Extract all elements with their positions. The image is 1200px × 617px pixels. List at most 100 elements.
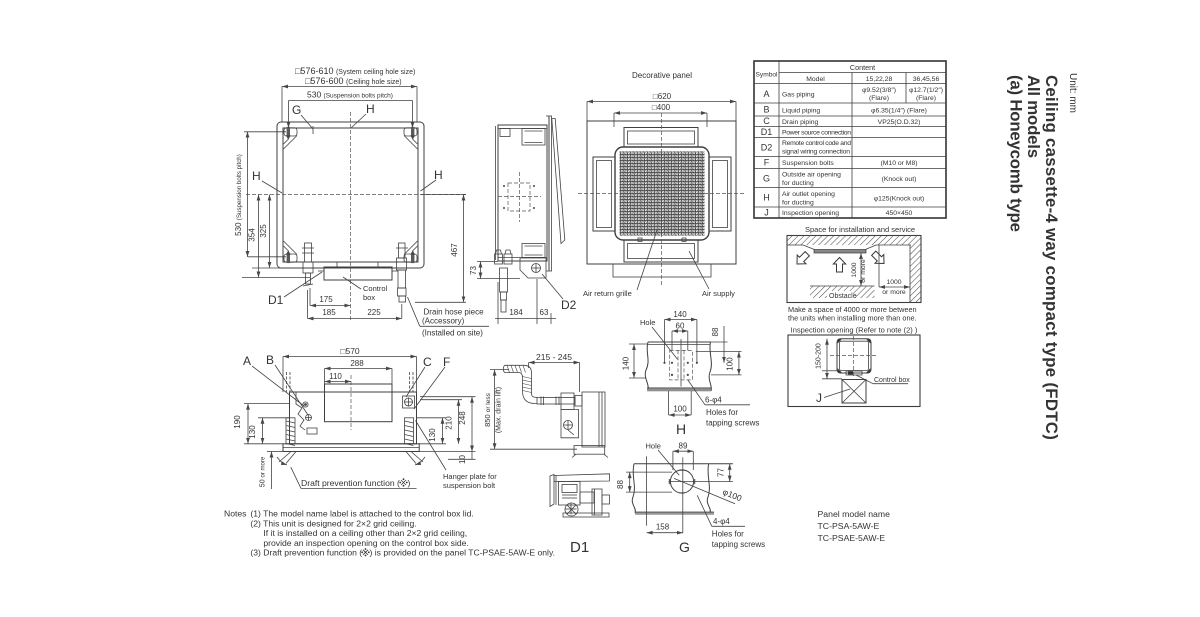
svg-text:15,22,28: 15,22,28 <box>866 76 893 83</box>
svg-text:or more: or more <box>860 259 867 283</box>
svg-text:H: H <box>676 421 686 437</box>
svg-text:D2: D2 <box>761 143 773 153</box>
svg-text:Obstacle: Obstacle <box>829 293 857 300</box>
svg-text:(a) Honeycomb type: (a) Honeycomb type <box>1007 75 1026 232</box>
svg-text:Liquid piping: Liquid piping <box>782 108 820 115</box>
svg-text:530 (Suspension bolts pitch): 530 (Suspension bolts pitch) <box>234 154 243 236</box>
svg-text:Inspection opening (Refer to n: Inspection opening (Refer to note (2) ) <box>791 326 918 335</box>
svg-text:Ceiling cassette-4 way compact: Ceiling cassette-4 way compact type (FDT… <box>1042 75 1061 440</box>
svg-text:(Flare): (Flare) <box>869 95 889 102</box>
svg-text:Control: Control <box>363 284 388 293</box>
svg-text:175: 175 <box>319 295 333 304</box>
svg-text:288: 288 <box>350 359 364 368</box>
svg-text:Air supply: Air supply <box>702 289 735 298</box>
svg-text:tapping screws: tapping screws <box>712 540 765 549</box>
svg-text:H: H <box>252 169 261 183</box>
svg-text:for ducting: for ducting <box>782 180 814 187</box>
svg-text:(Installed on site): (Installed on site) <box>422 329 483 338</box>
svg-text:for ducting: for ducting <box>782 200 814 207</box>
svg-text:TC-PSAE-5AW-E: TC-PSAE-5AW-E <box>818 533 886 543</box>
svg-text:G: G <box>292 103 301 117</box>
svg-text:φ12.7(1/2″): φ12.7(1/2″) <box>909 87 943 94</box>
svg-text:Power source connection: Power source connection <box>782 130 851 137</box>
svg-text:158: 158 <box>656 523 670 532</box>
svg-text:φ100: φ100 <box>721 487 743 504</box>
svg-text:36,45,56: 36,45,56 <box>913 76 940 83</box>
svg-text:All models: All models <box>1024 75 1043 158</box>
svg-text:77: 77 <box>717 468 726 477</box>
svg-text:signal wiring connection: signal wiring connection <box>782 149 850 156</box>
svg-text:G: G <box>679 539 690 555</box>
svg-text:225: 225 <box>367 308 381 317</box>
svg-text:F: F <box>764 158 770 168</box>
svg-text:Air outlet opening: Air outlet opening <box>782 191 835 198</box>
svg-text:D2: D2 <box>561 298 577 312</box>
svg-text:(Knock out): (Knock out) <box>882 176 917 183</box>
svg-text:Notes: Notes <box>224 508 246 518</box>
svg-text:or more: or more <box>882 289 906 296</box>
svg-text:184: 184 <box>509 308 523 317</box>
svg-text:J: J <box>764 208 769 218</box>
svg-text:1000: 1000 <box>851 262 858 277</box>
svg-text:(Accessory): (Accessory) <box>422 317 465 326</box>
svg-text:D1: D1 <box>570 539 589 556</box>
svg-text:185: 185 <box>322 308 336 317</box>
svg-text:Holes for: Holes for <box>706 408 738 417</box>
svg-text:100: 100 <box>673 405 687 414</box>
svg-text:6-φ4: 6-φ4 <box>705 396 722 405</box>
svg-text:Suspension bolts: Suspension bolts <box>782 160 834 167</box>
svg-text:): ) <box>408 478 411 488</box>
svg-text:Gas piping: Gas piping <box>782 92 815 99</box>
svg-text:73: 73 <box>469 266 478 275</box>
svg-text:Drain hose piece: Drain hose piece <box>424 308 485 317</box>
svg-text:Remote control code and: Remote control code and <box>782 140 851 147</box>
svg-text:C: C <box>423 355 432 369</box>
svg-text:(Flare): (Flare) <box>916 95 936 102</box>
svg-text:Unit: mm: Unit: mm <box>1067 73 1078 113</box>
svg-text:C: C <box>763 116 770 126</box>
svg-text:□576-610 (System ceiling hole: □576-610 (System ceiling hole size) <box>295 66 415 76</box>
svg-text:□576-600 (Ceiling hole size): □576-600 (Ceiling hole size) <box>305 76 402 86</box>
svg-text:Drain piping: Drain piping <box>782 119 818 126</box>
svg-text:provide an inspection opening: provide an inspection opening on the con… <box>263 538 468 548</box>
svg-text:F: F <box>443 355 450 369</box>
svg-text:H: H <box>434 168 443 182</box>
svg-text:Content: Content <box>850 63 875 72</box>
svg-text:130: 130 <box>428 428 437 442</box>
svg-text:□570: □570 <box>340 346 360 356</box>
svg-text:VP25(O.D.32): VP25(O.D.32) <box>878 119 921 126</box>
svg-text:248: 248 <box>458 411 467 425</box>
svg-text:150-200: 150-200 <box>816 343 823 369</box>
svg-text:140: 140 <box>673 310 687 319</box>
svg-text:) is provided on the panel TC-: ) is provided on the panel TC-PSAE-5AW-E… <box>370 548 556 558</box>
svg-text:Hole: Hole <box>640 318 655 327</box>
svg-text:354: 354 <box>248 228 257 242</box>
svg-text:(1) The model name label is at: (1) The model name label is attached to … <box>250 508 473 518</box>
svg-text:A: A <box>763 89 769 99</box>
svg-text:(M10 or M8): (M10 or M8) <box>880 160 917 167</box>
svg-text:φ9.52(3/8″): φ9.52(3/8″) <box>862 87 896 94</box>
svg-text:B: B <box>266 353 274 367</box>
svg-text:B: B <box>763 105 769 115</box>
svg-text:H: H <box>366 102 375 116</box>
svg-text:Panel model name: Panel model name <box>818 509 891 519</box>
svg-text:Inspection opening: Inspection opening <box>782 210 839 217</box>
svg-text:130: 130 <box>248 425 257 439</box>
svg-text:Space for installation and ser: Space for installation and service <box>805 225 915 234</box>
svg-text:tapping screws: tapping screws <box>706 419 759 428</box>
svg-text:□400: □400 <box>652 103 671 112</box>
svg-text:450×450: 450×450 <box>886 210 913 217</box>
svg-text:Symbol: Symbol <box>756 72 779 79</box>
svg-text:G: G <box>763 174 770 184</box>
svg-text:D1: D1 <box>268 293 284 307</box>
svg-text:φ125(Knock out): φ125(Knock out) <box>874 196 925 203</box>
svg-text:TC-PSA-5AW-E: TC-PSA-5AW-E <box>818 521 880 531</box>
svg-text:140: 140 <box>622 356 631 370</box>
svg-text:(2) This unit is designed for: (2) This unit is designed for 2×2 grid c… <box>250 518 416 528</box>
svg-text:110: 110 <box>329 372 342 381</box>
svg-text:88: 88 <box>616 480 625 489</box>
svg-text:Make a space of 4000 or more b: Make a space of 4000 or more between <box>788 305 917 314</box>
svg-text:89: 89 <box>679 442 688 451</box>
svg-text:88: 88 <box>711 327 720 336</box>
svg-text:box: box <box>363 293 375 302</box>
